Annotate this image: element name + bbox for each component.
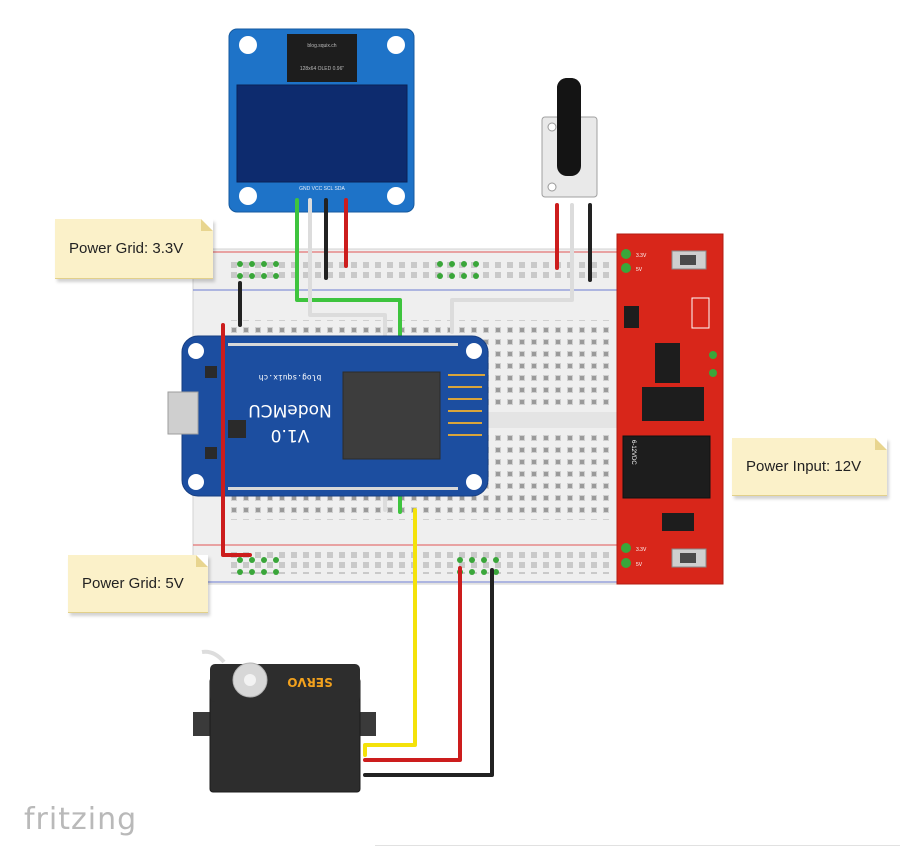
fritzing-logo: fritzing xyxy=(24,802,137,837)
note-power-input-12v-text: Power Input: 12V xyxy=(746,458,862,475)
note-power-grid-3v3-text: Power Grid: 3.3V xyxy=(69,240,184,257)
pm-barrel-jack xyxy=(622,435,711,499)
power-jumpers xyxy=(221,281,252,557)
oled-screen xyxy=(236,84,408,183)
nodemcu-board: V1.0 NodeMCU blog.squix.ch xyxy=(167,335,489,497)
oled-chip-text: 128x64 OLED 0.96" xyxy=(300,66,345,72)
oled-display: blog.squix.ch 128x64 OLED 0.96" GND VCC … xyxy=(228,28,415,213)
nodemcu-name: NodeMCU xyxy=(248,400,331,420)
power-module: 3.3V 5V 3.3V 5V 6-12VDC xyxy=(616,233,724,585)
usb-port xyxy=(167,391,199,435)
servo-wires xyxy=(363,508,494,777)
esp-module xyxy=(342,371,441,460)
note-power-grid-5v: Power Grid: 5V xyxy=(68,555,208,613)
oled-top-text: blog.squix.ch xyxy=(307,43,336,49)
potentiometer-wires xyxy=(450,203,592,334)
pm-bot-label-2: 5V xyxy=(636,562,643,568)
note-power-grid-5v-text: Power Grid: 5V xyxy=(82,575,184,592)
servo-motor: SERVO xyxy=(193,649,376,793)
pm-bot-label-1: 3.3V xyxy=(636,547,647,553)
potentiometer xyxy=(541,78,598,198)
note-power-grid-3v3: Power Grid: 3.3V xyxy=(55,219,213,279)
note-power-input-12v: Power Input: 12V xyxy=(732,438,887,496)
bottom-rule xyxy=(375,845,900,846)
nodemcu-version: V1.0 xyxy=(271,425,310,445)
pm-top-label-2: 5V xyxy=(636,267,643,273)
pm-input-label: 6-12VDC xyxy=(630,440,636,465)
nodemcu-url: blog.squix.ch xyxy=(259,373,322,382)
oled-pin-labels: GND VCC SCL SDA xyxy=(299,186,345,192)
servo-label: SERVO xyxy=(287,675,332,689)
pm-top-label-1: 3.3V xyxy=(636,253,647,259)
fritzing-logo-text: fritzing xyxy=(24,802,138,837)
oled-chip xyxy=(287,34,357,82)
